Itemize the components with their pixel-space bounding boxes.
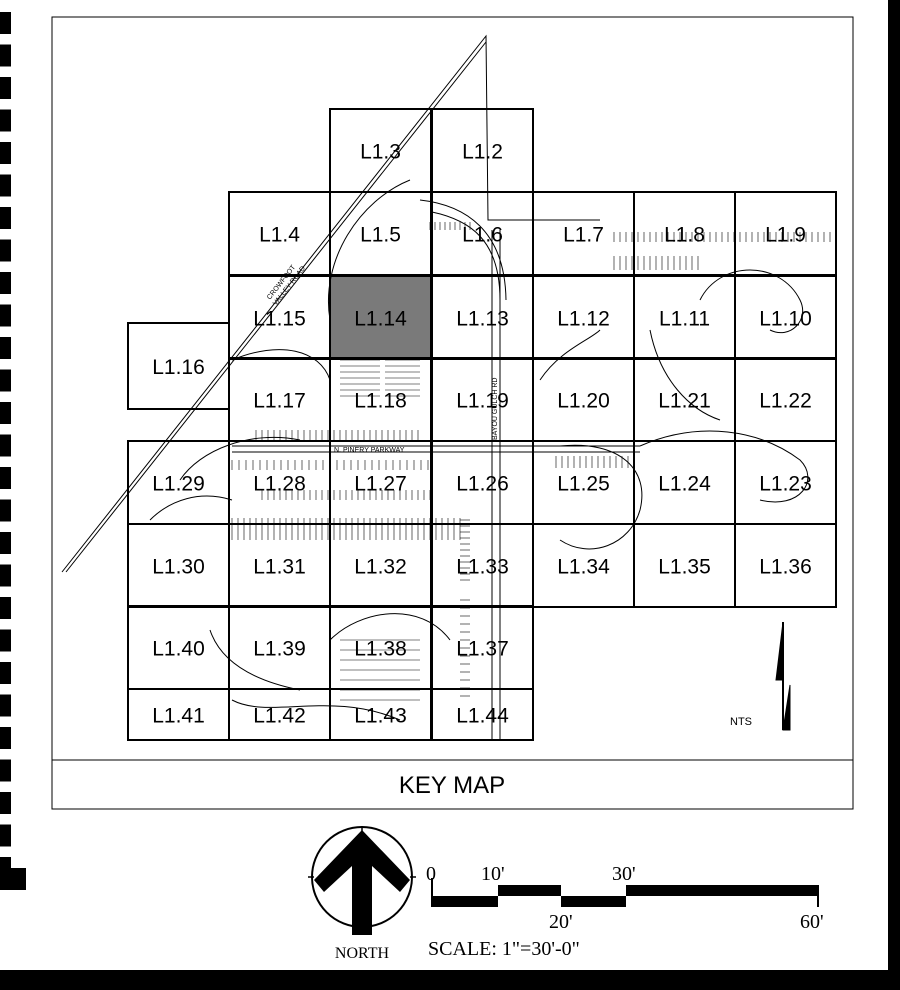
crowfoot-valley-road-line — [61, 34, 600, 573]
scale-tick-60: 60' — [800, 911, 824, 933]
sheet-label[interactable]: L1.40 — [152, 638, 205, 661]
binder-hole — [0, 142, 11, 164]
map-frame — [51, 16, 854, 810]
binder-hole — [0, 467, 11, 489]
sheet-label[interactable]: L1.11 — [659, 308, 710, 331]
sheet-label[interactable]: L1.18 — [354, 390, 407, 413]
sheet-label[interactable]: L1.34 — [557, 556, 610, 579]
binder-hole — [0, 369, 11, 392]
sheet-label[interactable]: L1.3 — [360, 141, 401, 164]
sheet-label[interactable]: L1.42 — [253, 705, 306, 728]
sheet-label[interactable]: L1.17 — [253, 390, 306, 413]
sheet-label[interactable]: L1.33 — [456, 556, 509, 579]
sheet-label[interactable]: L1.43 — [354, 705, 407, 728]
binder-hole — [0, 759, 11, 782]
sheet-label[interactable]: L1.39 — [253, 638, 306, 661]
binder-hole — [0, 304, 11, 327]
binder-hole — [0, 564, 11, 587]
sheet-label[interactable]: L1.6 — [462, 224, 503, 247]
sheet-label[interactable]: L1.10 — [759, 308, 812, 331]
sheet-label[interactable]: L1.22 — [759, 390, 812, 413]
nts-label: NTS — [730, 716, 752, 728]
sheet-label[interactable]: L1.7 — [563, 224, 604, 247]
scale-tick-30: 30' — [612, 863, 636, 885]
sheet-label[interactable]: L1.35 — [658, 556, 711, 579]
north-label: NORTH — [335, 945, 390, 962]
subdivision-lots — [231, 222, 831, 701]
binder-hole — [0, 792, 11, 814]
map-north-arrow — [775, 621, 791, 731]
sheet-label[interactable]: L1.38 — [354, 638, 407, 661]
sheet-label[interactable]: L1.4 — [259, 224, 300, 247]
binder-hole — [0, 824, 11, 847]
sheet-label[interactable]: L1.14 — [354, 308, 407, 331]
sheet-label[interactable]: L1.9 — [765, 224, 806, 247]
sheet-label[interactable]: L1.21 — [658, 390, 711, 413]
map-title: KEY MAP — [399, 772, 505, 799]
scale-text: SCALE: 1"=30'-0" — [428, 938, 580, 960]
scale-tick-0: 0 — [426, 863, 436, 885]
sheet-label[interactable]: L1.23 — [759, 473, 812, 496]
right-edge-bar — [888, 0, 900, 990]
scale-tick-20: 20' — [549, 911, 573, 933]
highlighted-sheet-l1-14 — [330, 276, 432, 358]
binder-hole — [0, 239, 11, 262]
binder-hole — [0, 44, 11, 67]
binder-hole — [0, 109, 11, 132]
bottom-bar — [0, 970, 900, 990]
binder-hole — [0, 434, 11, 457]
scale-tick-10: 10' — [481, 863, 505, 885]
north-compass — [308, 826, 416, 935]
sheet-label[interactable]: L1.31 — [253, 556, 306, 579]
binder-hole — [0, 402, 11, 424]
binder-hole — [0, 272, 11, 294]
sheet-label[interactable]: L1.26 — [456, 473, 509, 496]
binder-hole — [0, 662, 11, 684]
scale-bar — [431, 878, 819, 907]
sheet-label[interactable]: L1.27 — [354, 473, 407, 496]
binder-hole — [0, 727, 11, 749]
sheet-label[interactable]: L1.20 — [557, 390, 610, 413]
sheet-label[interactable]: L1.36 — [759, 556, 812, 579]
roads — [61, 34, 809, 740]
sheet-label[interactable]: L1.16 — [152, 356, 205, 379]
sheet-cell[interactable] — [734, 523, 837, 608]
sheet-label[interactable]: L1.13 — [456, 308, 509, 331]
binder-hole — [0, 12, 11, 34]
sheet-label[interactable]: L1.32 — [354, 556, 407, 579]
binder-hole — [0, 629, 11, 652]
sheet-label[interactable]: L1.28 — [253, 473, 306, 496]
binder-hole — [0, 532, 11, 554]
sheet-label[interactable]: L1.8 — [664, 224, 705, 247]
binder-hole — [0, 694, 11, 717]
binder-hole — [0, 499, 11, 522]
sheet-label[interactable]: L1.19 — [456, 390, 509, 413]
sheet-label[interactable]: L1.44 — [456, 705, 509, 728]
sheet-label[interactable]: L1.15 — [253, 308, 306, 331]
binder-holes — [0, 12, 26, 890]
pinery-parkway-label: N. PINERY PARKWAY — [334, 447, 405, 454]
binder-hole — [0, 77, 11, 99]
north-arrow-icon — [314, 830, 410, 935]
sheet-label[interactable]: L1.5 — [360, 224, 401, 247]
binder-hole — [0, 174, 11, 197]
sheet-label[interactable]: L1.41 — [152, 705, 205, 728]
sheet-cell[interactable] — [431, 688, 534, 741]
sheet-label[interactable]: L1.30 — [152, 556, 205, 579]
binder-hole — [0, 597, 11, 619]
sheet-label[interactable]: L1.2 — [462, 141, 503, 164]
sheet-label[interactable]: L1.24 — [658, 473, 711, 496]
sheet-label[interactable]: L1.37 — [456, 638, 509, 661]
binder-hole — [0, 207, 11, 229]
binder-hole — [0, 868, 26, 890]
bayou-gulch-label: BAYOU GULCH RD — [492, 378, 499, 441]
sheet-label[interactable]: L1.12 — [557, 308, 610, 331]
sheet-label[interactable]: L1.29 — [152, 473, 205, 496]
sheet-label[interactable]: L1.25 — [557, 473, 610, 496]
binder-hole — [0, 337, 11, 359]
key-map: CROWFOOT VALLEY ROAD N. PINERY PARKWAY B… — [61, 34, 837, 741]
